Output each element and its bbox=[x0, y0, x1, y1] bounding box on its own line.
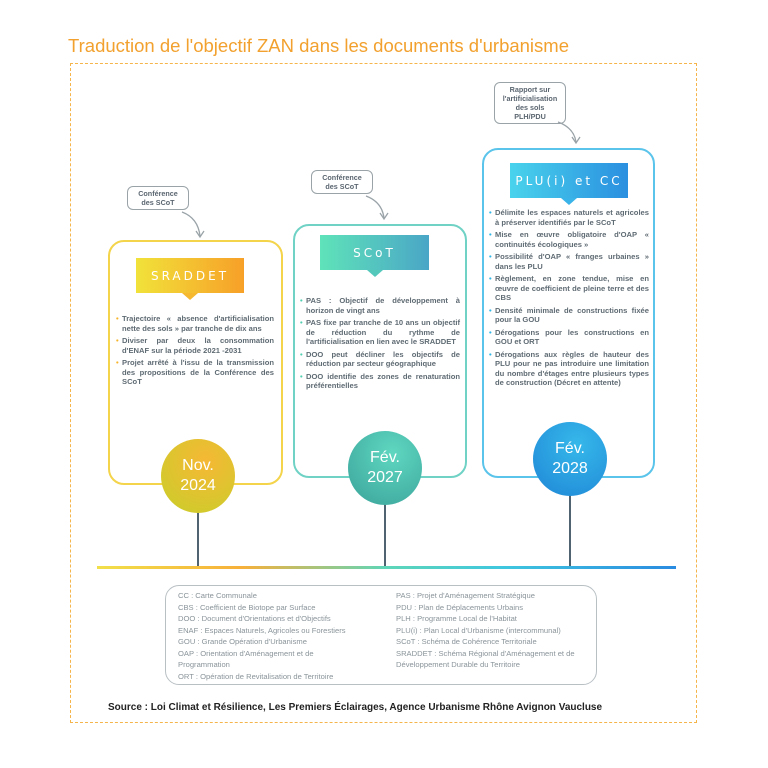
callout-line: Conférence bbox=[138, 189, 178, 198]
timeline-connector bbox=[197, 500, 199, 567]
bullet-item: Mise en œuvre obligatoire d'OAP « contin… bbox=[489, 230, 649, 249]
legend-entry: PLH : Programme Local de l'Habitat bbox=[396, 614, 517, 623]
legend-entry: OAP : Orientation d'Aménagement et de Pr… bbox=[178, 648, 314, 670]
legend-entry: GOU : Grande Opération d'Urbanisme bbox=[178, 637, 307, 646]
legend-right-column: PAS : Projet d'Aménagement Stratégique P… bbox=[396, 590, 591, 671]
bullet-item: Diviser par deux la consommation d'ENAF … bbox=[116, 336, 274, 355]
date-month: Nov. bbox=[182, 457, 214, 474]
date-badge-plui-cc: Fév. 2028 bbox=[533, 422, 607, 496]
bullet-item: Dérogations pour les constructions en GO… bbox=[489, 328, 649, 347]
bullet-item: Trajectoire « absence d'artificialisatio… bbox=[116, 314, 274, 333]
abbreviations-legend: CC : Carte Communale CBS : Coefficient d… bbox=[165, 585, 597, 685]
bullet-item: Règlement, en zone tendue, mise en œuvre… bbox=[489, 274, 649, 303]
date-year: 2024 bbox=[180, 477, 216, 494]
arrow-icon bbox=[181, 211, 205, 239]
banner-scot: SCoT bbox=[320, 235, 429, 277]
bullet-item: DOO identifie des zones de renaturation … bbox=[300, 372, 460, 391]
legend-entry: ENAF : Espaces Naturels, Agricoles ou Fo… bbox=[178, 625, 346, 635]
callout-line: des SCoT bbox=[141, 198, 175, 207]
date-month: Fév. bbox=[370, 449, 400, 466]
bullet-item: PAS : Objectif de développement à horizo… bbox=[300, 296, 460, 315]
bullets-plui-cc: Délimite les espaces naturels et agricol… bbox=[489, 208, 649, 391]
legend-left-column: CC : Carte Communale CBS : Coefficient d… bbox=[178, 590, 388, 682]
bullet-item: PAS fixe par tranche de 10 ans un object… bbox=[300, 318, 460, 347]
date-month: Fév. bbox=[555, 440, 585, 457]
legend-entry: CC : Carte Communale bbox=[178, 591, 257, 600]
callout-line: l'artificialisation bbox=[502, 94, 558, 103]
legend-entry: SCoT : Schéma de Cohérence Territoriale bbox=[396, 637, 537, 646]
arrow-icon bbox=[557, 121, 581, 145]
callout-line: Rapport sur bbox=[509, 85, 551, 94]
bullets-sraddet: Trajectoire « absence d'artificialisatio… bbox=[116, 314, 274, 390]
callout-line: des SCoT bbox=[325, 182, 359, 191]
bullet-item: DOO peut décliner les objectifs de réduc… bbox=[300, 350, 460, 369]
legend-entry: CBS : Coefficient de Biotope par Surface bbox=[178, 602, 316, 612]
banner-plui-cc: PLU(i) et CC bbox=[510, 163, 628, 205]
bullets-scot: PAS : Objectif de développement à horizo… bbox=[300, 296, 460, 394]
bullet-item: Possibilité d'OAP « franges urbaines » d… bbox=[489, 252, 649, 271]
dashed-frame bbox=[70, 63, 697, 723]
legend-entry: PLU(i) : Plan Local d'Urbanisme (interco… bbox=[396, 625, 561, 635]
timeline-connector bbox=[569, 490, 571, 567]
timeline-axis bbox=[97, 566, 676, 569]
date-year: 2027 bbox=[367, 469, 403, 486]
source-note: Source : Loi Climat et Résilience, Les P… bbox=[108, 702, 603, 713]
callout-line: des sols bbox=[515, 103, 545, 112]
bullet-item: Dérogations aux règles de hauteur des PL… bbox=[489, 350, 649, 388]
callout-rapport-artificialisation: Rapport sur l'artificialisation des sols… bbox=[494, 82, 566, 124]
legend-entry: PAS : Projet d'Aménagement Stratégique bbox=[396, 591, 535, 600]
callout-line: Conférence bbox=[322, 173, 362, 182]
arrow-icon bbox=[365, 195, 389, 221]
date-badge-scot: Fév. 2027 bbox=[348, 431, 422, 505]
bullet-item: Densité minimale de constructions fixée … bbox=[489, 306, 649, 325]
callout-line: PLH/PDU bbox=[514, 112, 546, 121]
legend-entry: PDU : Plan de Déplacements Urbains bbox=[396, 602, 524, 612]
timeline-connector bbox=[384, 495, 386, 567]
bullet-item: Délimite les espaces naturels et agricol… bbox=[489, 208, 649, 227]
banner-sraddet: SRADDET bbox=[136, 258, 244, 300]
legend-entry: SRADDET : Schéma Régional d'Aménagement … bbox=[396, 648, 575, 670]
callout-conference-scot-1: Conférence des SCoT bbox=[127, 186, 189, 210]
date-badge-sraddet: Nov. 2024 bbox=[161, 439, 235, 513]
callout-conference-scot-2: Conférence des SCoT bbox=[311, 170, 373, 194]
page-title: Traduction de l'objectif ZAN dans les do… bbox=[68, 35, 569, 56]
date-year: 2028 bbox=[552, 460, 588, 477]
legend-entry: DOO : Document d'Orientations et d'Objec… bbox=[178, 614, 331, 623]
legend-entry: ORT : Opération de Revitalisation de Ter… bbox=[178, 671, 334, 681]
bullet-item: Projet arrêté à l'issu de la transmissio… bbox=[116, 358, 274, 387]
